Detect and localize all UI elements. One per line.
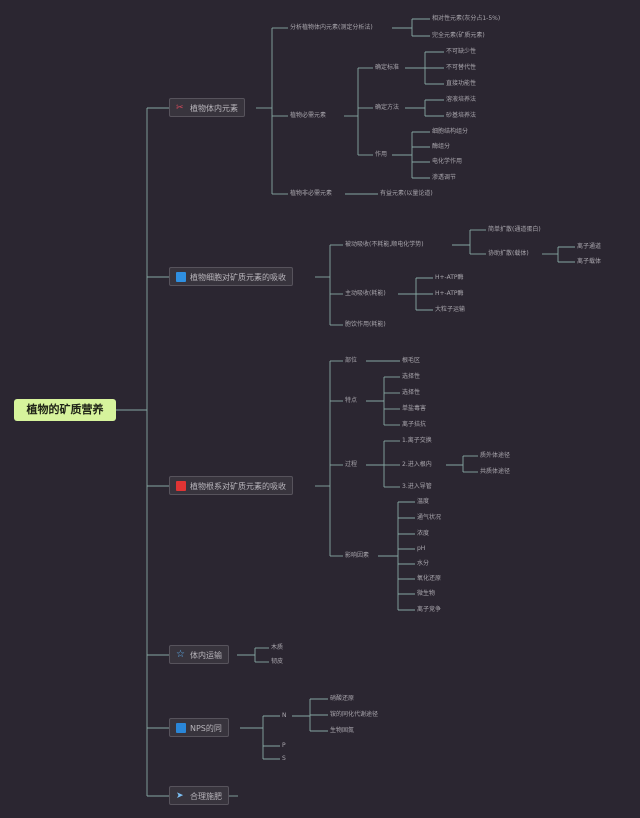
node-site[interactable]: 部位 xyxy=(345,357,358,364)
node-ion-channel[interactable]: 离子通道 xyxy=(577,243,602,250)
root-topic[interactable]: 植物的矿质营养 xyxy=(14,399,116,421)
flag-icon xyxy=(176,272,186,282)
node-nonessential[interactable]: 植物非必需元素 xyxy=(290,190,333,197)
node-function-1[interactable]: 细胞结构组分 xyxy=(432,128,469,135)
node-ammonium[interactable]: 铵的同化代谢途径 xyxy=(330,711,379,718)
node-process-3[interactable]: 3.进入导管 xyxy=(402,483,432,490)
node-criteria-3[interactable]: 直接功能性 xyxy=(446,80,477,87)
node-factor-6[interactable]: 氧化还原 xyxy=(417,575,442,582)
node-nitrate-reduction[interactable]: 硝酸还原 xyxy=(330,695,355,702)
section-label: 合理施肥 xyxy=(190,792,222,801)
node-relative-elements[interactable]: 相对性元素(灰分占1-5%) xyxy=(432,15,501,22)
node-phosphorus[interactable]: P xyxy=(282,742,286,749)
star-icon: ☆ xyxy=(176,649,185,660)
node-sulfur[interactable]: S xyxy=(282,755,286,762)
node-method-2[interactable]: 砂基培养法 xyxy=(446,112,477,119)
section-label: 植物体内元素 xyxy=(190,104,238,113)
section-label: 植物根系对矿质元素的吸收 xyxy=(190,482,286,491)
node-feature-4[interactable]: 离子拮抗 xyxy=(402,421,427,428)
section-elements-in-plant[interactable]: ✂ 植物体内元素 xyxy=(169,98,245,117)
section-label: 体内运输 xyxy=(190,651,222,660)
node-feature-1[interactable]: 选择性 xyxy=(402,373,421,380)
section-fertilization[interactable]: ➤ 合理施肥 xyxy=(169,786,229,805)
node-facilitated[interactable]: 协助扩散(载体) xyxy=(488,250,529,257)
node-factors[interactable]: 影响因素 xyxy=(345,552,370,559)
node-method-1[interactable]: 溶液培养法 xyxy=(446,96,477,103)
node-factor-8[interactable]: 离子竞争 xyxy=(417,606,442,613)
node-pinocytosis[interactable]: 胞饮作用(耗能) xyxy=(345,321,386,328)
node-criteria[interactable]: 确定标准 xyxy=(375,64,400,71)
node-essential-elements[interactable]: 植物必需元素 xyxy=(290,112,327,119)
node-factor-5[interactable]: 水分 xyxy=(417,560,430,567)
node-large-particle[interactable]: 大粒子运输 xyxy=(435,306,466,313)
node-process-2[interactable]: 2.进入根内 xyxy=(402,461,432,468)
node-passive[interactable]: 被动吸收(不耗能,顺电化学势) xyxy=(345,241,424,248)
node-criteria-2[interactable]: 不可替代性 xyxy=(446,64,477,71)
node-feature-3[interactable]: 单盐毒害 xyxy=(402,405,427,412)
node-process-1[interactable]: 1.离子交换 xyxy=(402,437,432,444)
node-factor-3[interactable]: 浓度 xyxy=(417,530,430,537)
section-label: NPS的同 xyxy=(190,724,222,733)
node-analysis-method[interactable]: 分析植物体内元素(测定分析法) xyxy=(290,24,373,31)
node-methods[interactable]: 确定方法 xyxy=(375,104,400,111)
node-xylem[interactable]: 木质 xyxy=(271,644,284,651)
flag-icon xyxy=(176,481,186,491)
node-features[interactable]: 特点 xyxy=(345,397,358,404)
node-factor-1[interactable]: 温度 xyxy=(417,498,430,505)
node-root-hair[interactable]: 根毛区 xyxy=(402,357,421,364)
node-factor-4[interactable]: pH xyxy=(417,545,426,552)
node-ion-carrier[interactable]: 离子载体 xyxy=(577,258,602,265)
node-apoplast[interactable]: 质外体途径 xyxy=(480,452,511,459)
node-factor-7[interactable]: 微生物 xyxy=(417,590,436,597)
node-factor-2[interactable]: 通气状况 xyxy=(417,514,442,521)
section-root-absorption[interactable]: 植物根系对矿质元素的吸收 xyxy=(169,476,293,495)
node-complete-elements[interactable]: 完全元素(矿质元素) xyxy=(432,32,485,39)
node-simple-diffusion[interactable]: 简单扩散(通道蛋白) xyxy=(488,226,541,233)
node-functions[interactable]: 作用 xyxy=(375,151,388,158)
node-phloem[interactable]: 韧皮 xyxy=(271,658,284,665)
tools-icon: ✂ xyxy=(176,103,184,113)
node-process[interactable]: 过程 xyxy=(345,461,358,468)
section-label: 植物细胞对矿质元素的吸收 xyxy=(190,273,286,282)
node-active[interactable]: 主动吸收(耗能) xyxy=(345,290,386,297)
node-function-4[interactable]: 渗透调节 xyxy=(432,174,457,181)
node-atpase-2[interactable]: H+-ATP酶 xyxy=(435,290,464,297)
node-criteria-1[interactable]: 不可缺少性 xyxy=(446,48,477,55)
node-nitrogen-fixation[interactable]: 生物固氮 xyxy=(330,727,355,734)
section-transport[interactable]: ☆ 体内运输 xyxy=(169,645,229,664)
node-feature-2[interactable]: 选择性 xyxy=(402,389,421,396)
node-function-2[interactable]: 酶组分 xyxy=(432,143,451,150)
node-nitrogen[interactable]: N xyxy=(282,712,287,719)
section-nps-assimilation[interactable]: NPS的同 xyxy=(169,718,229,737)
paper-plane-icon: ➤ xyxy=(176,791,184,801)
node-function-3[interactable]: 电化学作用 xyxy=(432,158,463,165)
node-symplast[interactable]: 共质体途径 xyxy=(480,468,511,475)
flag-icon xyxy=(176,723,186,733)
node-beneficial[interactable]: 有益元素(以量论道) xyxy=(380,190,433,197)
node-atpase-1[interactable]: H+-ATP酶 xyxy=(435,274,464,281)
section-cell-absorption[interactable]: 植物细胞对矿质元素的吸收 xyxy=(169,267,293,286)
